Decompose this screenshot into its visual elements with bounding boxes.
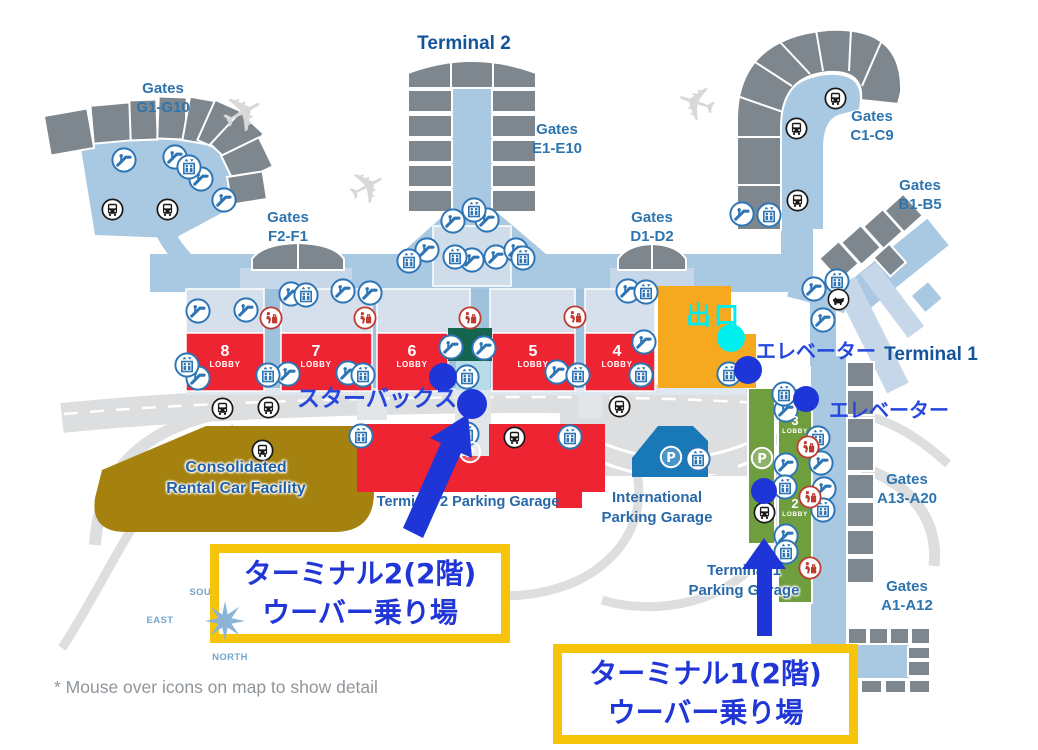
footnote: * Mouse over icons on map to show detail: [54, 677, 378, 697]
uber-pickup-dot: [793, 386, 819, 412]
terminal2-uber-callout: ターミナル2(2階) ウーバー乗り場: [210, 544, 510, 643]
uber-pickup-dot: [429, 363, 457, 391]
starbucks-label: スターバックス: [297, 386, 458, 412]
elevator-label-2: エレベーター: [829, 398, 949, 422]
compass-east: EAST: [146, 615, 174, 626]
terminal1-title: Terminal 1: [884, 344, 978, 365]
terminal2-title: Terminal 2: [417, 33, 511, 54]
compass-north: NORTH: [212, 652, 248, 663]
uber-pickup-dot: [751, 478, 777, 504]
rental-car-facility-building: [94, 426, 374, 532]
lobby-blocks: [185, 332, 656, 392]
exit-marker-dot: [717, 324, 745, 352]
uber-pickup-dot: [734, 356, 762, 384]
elevator-label-1: エレベーター: [756, 339, 876, 363]
compass-south: SOUTH: [189, 587, 225, 598]
terminal1-uber-callout: ターミナル1(2階) ウーバー乗り場: [553, 644, 858, 744]
